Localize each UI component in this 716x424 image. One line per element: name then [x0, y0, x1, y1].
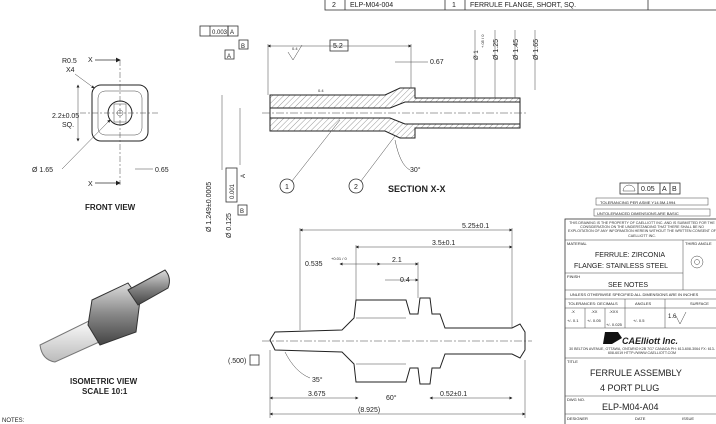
angle-35: 35° [312, 376, 323, 384]
dia-145: Ø 1.45 [513, 39, 520, 60]
tol-decimals-label: TOLERANCES: DECIMALS [568, 301, 618, 306]
bom-qty: 1 [452, 2, 456, 9]
material-1: FERRULE: ZIRCONIA [595, 252, 665, 259]
company-logo-icon [603, 332, 622, 344]
drawing-title-1: FERRULE ASSEMBLY [590, 368, 682, 378]
iso-view-scale: SCALE 10:1 [82, 387, 128, 396]
third-angle-label: THIRD ANGLE [685, 241, 712, 246]
vert-b: B [240, 209, 244, 215]
section-view-title: SECTION X-X [388, 184, 446, 194]
tol-xxx-value: +/- 0.025 [606, 322, 623, 327]
radius-count: X4 [66, 67, 75, 74]
material-label: MATERIAL [567, 241, 587, 246]
radius-label: R0.5 [62, 58, 77, 65]
dim-3675: 3.675 [308, 391, 326, 398]
dim-065: 0.65 [155, 167, 169, 174]
tol-xx-value: +/- 0.05 [587, 318, 601, 323]
dim-0535: 0.535 [305, 261, 323, 268]
dim-8925: (8.925) [358, 407, 380, 414]
vert-dim-1: Ø 1.249±0.0005 [206, 182, 213, 232]
projection-symbol-icon [690, 255, 704, 269]
balloon-2: 2 [354, 184, 358, 191]
angle-30: 30° [410, 166, 421, 174]
angles-label: ANGLES [635, 301, 652, 306]
dia-1: Ø 1 [474, 50, 480, 60]
title-block: 0.05 A B TOLERANCING PER ASME Y14.5M-199… [564, 182, 716, 424]
tol-x-label: .X [571, 309, 575, 314]
profile-datum-b: B [672, 186, 677, 193]
vert-datum: A [241, 174, 247, 178]
tol-xxx-label: .XXX [609, 309, 618, 314]
dim-500: (.500) [228, 358, 246, 365]
dia-1-tolerance: +.05 / 0 [480, 34, 485, 48]
flatness-datum: A [230, 30, 234, 36]
finish-value-2: 0.4 [318, 88, 324, 93]
datum-b: B [241, 44, 245, 50]
section-mark-top: X [88, 57, 93, 64]
front-view-title: FRONT VIEW [85, 203, 136, 212]
designer-label: DESIGNER [567, 416, 588, 421]
balloon-1: 1 [285, 184, 289, 191]
surface-value: 1.6 [668, 314, 677, 320]
date-label: DATE [635, 416, 646, 421]
front-view: R0.5 X4 X X 2.2±0.05 SQ. Ø 1.65 0.65 FRO… [32, 57, 169, 212]
dia-dim: Ø 1.65 [32, 167, 53, 174]
drawing-number: ELP-M04-A04 [602, 402, 659, 412]
section-view: 0.003 A B A 5.2 0.67 0.4 0.4 Ø 1 +.05 / … [199, 25, 540, 238]
dim-525: 5.25±0.1 [462, 223, 489, 230]
bom-part-no: ELP-M04-004 [350, 2, 393, 9]
dia-callouts: Ø 1 +.05 / 0 Ø 1.25 Ø 1.45 Ø 1.65 [474, 30, 540, 102]
vert-tol: 0.001 [230, 183, 236, 199]
issue-label: ISSUE [682, 416, 694, 421]
tolerancing-note: TOLERANCING PER ASME Y14.5M-1994 [600, 200, 676, 205]
dim-052: 0.52±0.1 [440, 391, 467, 398]
width-dim: 2.2±0.05 [52, 113, 79, 120]
surface-finish-icon [675, 311, 687, 325]
finish-label: FINISH [567, 274, 580, 279]
dia-165: Ø 1.65 [533, 39, 540, 60]
isometric-view: ISOMETRIC VIEW SCALE 10:1 [39, 269, 170, 396]
tol-x-value: +/- 0.1 [567, 318, 579, 323]
title-label: TITLE [567, 359, 578, 364]
company-address: 30 BELTON AVENUE, OTTAWA, ONTARIO K2B 7G… [569, 347, 715, 356]
vert-dim-2: Ø 0.125 [226, 213, 233, 238]
datum-a: A [227, 54, 231, 60]
tol-xx-label: .XX [591, 309, 598, 314]
bom-description: FERRULE FLANGE, SHORT, SQ. [470, 2, 576, 9]
finish-value: 0.4 [292, 46, 298, 51]
basic-note: UNTOLERANCED DIMENSIONS ARE BASIC [597, 211, 679, 216]
profile-value: 0.05 [641, 186, 655, 193]
dim-067: 0.67 [430, 59, 444, 66]
dim-35: 3.5±0.1 [432, 240, 455, 247]
profile-icon [622, 184, 636, 192]
section-mark-bottom: X [88, 181, 93, 188]
dim-0535-tol: +0.01 / 0 [331, 256, 347, 261]
profile-datum-a: A [662, 186, 667, 193]
company-name: CAElliott Inc. [622, 336, 678, 346]
finish-value-tb: SEE NOTES [608, 282, 648, 289]
material-2: FLANGE: STAINLESS STEEL [574, 263, 668, 270]
dim-04: 0.4 [400, 277, 410, 284]
drawing-title-2: 4 PORT PLUG [600, 383, 659, 393]
angle-60: 60° [386, 394, 397, 402]
property-notice: THIS DRAWING IS THE PROPERTY OF CAELLIOT… [568, 221, 716, 238]
bom-row: 2 ELP-M04-004 1 FERRULE FLANGE, SHORT, S… [324, 0, 716, 11]
bom-item: 2 [332, 2, 336, 9]
dia-125: Ø 1.25 [493, 39, 500, 60]
iso-view-title: ISOMETRIC VIEW [70, 377, 138, 386]
width-note: SQ. [62, 122, 74, 129]
angle-tol-value: +/- 0.5 [633, 318, 645, 323]
units-note: UNLESS OTHERWISE SPECIFIED ALL DIMENSION… [570, 292, 699, 297]
surface-label: SURFACE [690, 301, 709, 306]
side-view: 5.25±0.1 3.5±0.1 0.535 +0.01 / 0 2.1 0.4… [228, 223, 532, 418]
dim-21: 2.1 [392, 257, 402, 264]
dwg-no-label: DWG NO. [567, 397, 585, 402]
length-dim: 5.2 [333, 43, 343, 50]
flatness-value: 0.003 [212, 30, 228, 36]
notes-label: NOTES: [2, 418, 25, 424]
